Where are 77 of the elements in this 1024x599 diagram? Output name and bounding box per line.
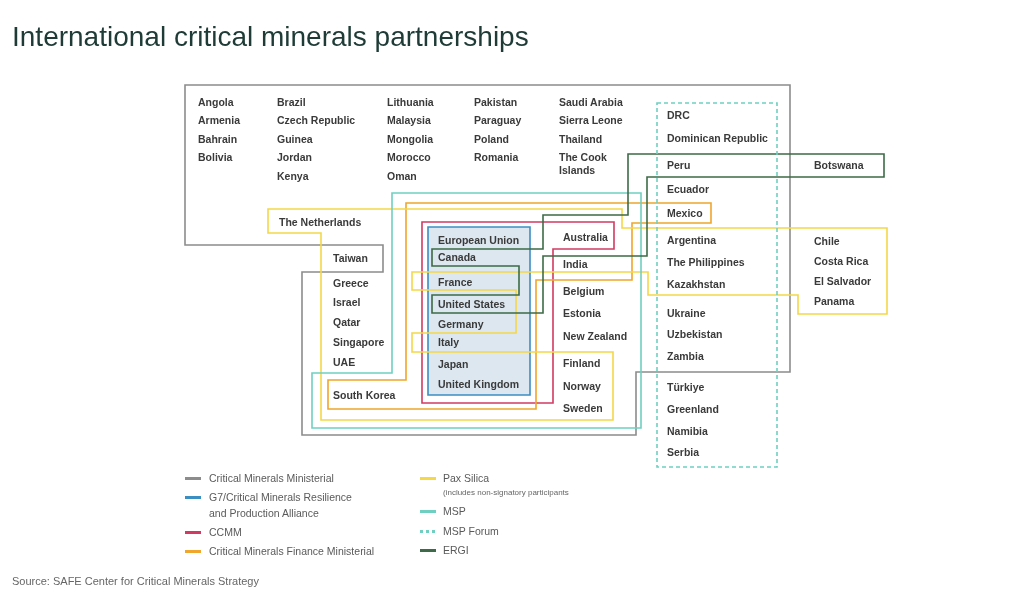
- country-name: Kenya: [277, 170, 309, 182]
- country-name: Taiwan: [333, 252, 368, 264]
- country-name: Mexico: [667, 207, 703, 219]
- country-name: Norway: [563, 380, 601, 392]
- country-name: Finland: [563, 357, 601, 369]
- country-name: DRC: [667, 109, 690, 121]
- country-name: Germany: [438, 318, 484, 330]
- country-name: Sweden: [563, 402, 603, 414]
- country-name: Morocco: [387, 151, 431, 163]
- country-name: South Korea: [333, 389, 396, 401]
- country-name: Jordan: [277, 151, 312, 163]
- country-name: Bahrain: [198, 133, 238, 145]
- country-name: Ecuador: [667, 183, 709, 195]
- country-name: Estonia: [563, 307, 601, 319]
- legend-text: CCMM: [209, 525, 242, 540]
- country-name: Türkiye: [667, 381, 705, 393]
- country-name: UAE: [333, 356, 356, 368]
- country-name: France: [438, 276, 473, 288]
- country-name: Canada: [438, 251, 476, 263]
- country-name: Ukraine: [667, 307, 706, 319]
- country-name: Dominican Republic: [667, 132, 768, 144]
- country-name: Costa Rica: [814, 255, 869, 267]
- country-name: Armenia: [198, 114, 240, 126]
- country-name: Peru: [667, 159, 691, 171]
- country-name: Botswana: [814, 159, 864, 171]
- legend-text: MSP: [443, 504, 466, 519]
- country-name: Guinea: [277, 133, 313, 145]
- legend-text: ERGI: [443, 543, 469, 558]
- country-name: Australia: [563, 231, 608, 243]
- country-name: Greenland: [667, 403, 719, 415]
- legend-text: Pax Silica: [443, 471, 490, 486]
- country-name: Lithuania: [387, 96, 434, 108]
- country-name: New Zealand: [563, 330, 628, 342]
- country-name: Argentina: [667, 234, 716, 246]
- country-name: Panama: [814, 295, 855, 307]
- country-name: The Philippines: [667, 256, 745, 268]
- country-name: Paraguay: [474, 114, 522, 126]
- country-name: Italy: [438, 336, 459, 348]
- country-name: Greece: [333, 277, 369, 289]
- country-name: Japan: [438, 358, 469, 370]
- country-name: Thailand: [559, 133, 603, 145]
- country-name: Czech Republic: [277, 114, 356, 126]
- country-name: Pakistan: [474, 96, 518, 108]
- legend-text: MSP Forum: [443, 524, 499, 539]
- country-name: Serbia: [667, 446, 700, 458]
- country-name: The Netherlands: [279, 216, 362, 228]
- country-name: Poland: [474, 133, 509, 145]
- country-name: Namibia: [667, 425, 708, 437]
- country-name: Qatar: [333, 316, 361, 328]
- country-name: Saudi Arabia: [559, 96, 623, 108]
- country-name: The Cook Islands: [559, 151, 608, 177]
- country-name: India: [563, 258, 588, 270]
- country-name: Kazakhstan: [667, 278, 726, 290]
- country-name: Angola: [198, 96, 234, 108]
- country-name: Mongolia: [387, 133, 434, 145]
- country-name: Uzbekistan: [667, 328, 723, 340]
- country-name: Sierra Leone: [559, 114, 623, 126]
- legend-note: (includes non-signatory participants: [443, 488, 569, 498]
- legend-text: Critical Minerals Finance Ministerial: [209, 544, 375, 559]
- country-name: Zambia: [667, 350, 704, 362]
- country-name: Chile: [814, 235, 840, 247]
- country-name: El Salvador: [814, 275, 872, 287]
- country-name: Belgium: [563, 285, 605, 297]
- source-caption: Source: SAFE Center for Critical Minerals Strategy: [12, 575, 259, 588]
- country-name: Bolivia: [198, 151, 233, 163]
- country-name: Romania: [474, 151, 519, 163]
- country-name: Brazil: [277, 96, 306, 108]
- country-name: Malaysia: [387, 114, 431, 126]
- country-name: Singapore: [333, 336, 385, 348]
- legend-text: Critical Minerals Ministerial: [209, 471, 334, 486]
- country-name: United Kingdom: [438, 378, 520, 390]
- country-name: Oman: [387, 170, 417, 182]
- country-name: Israel: [333, 296, 361, 308]
- country-name: United States: [438, 298, 506, 310]
- diagram-title: International critical minerals partnerships: [12, 20, 529, 54]
- legend-text: G7/Critical Minerals Resilience and Production Alliance: [209, 490, 353, 521]
- country-name: European Union: [438, 234, 520, 246]
